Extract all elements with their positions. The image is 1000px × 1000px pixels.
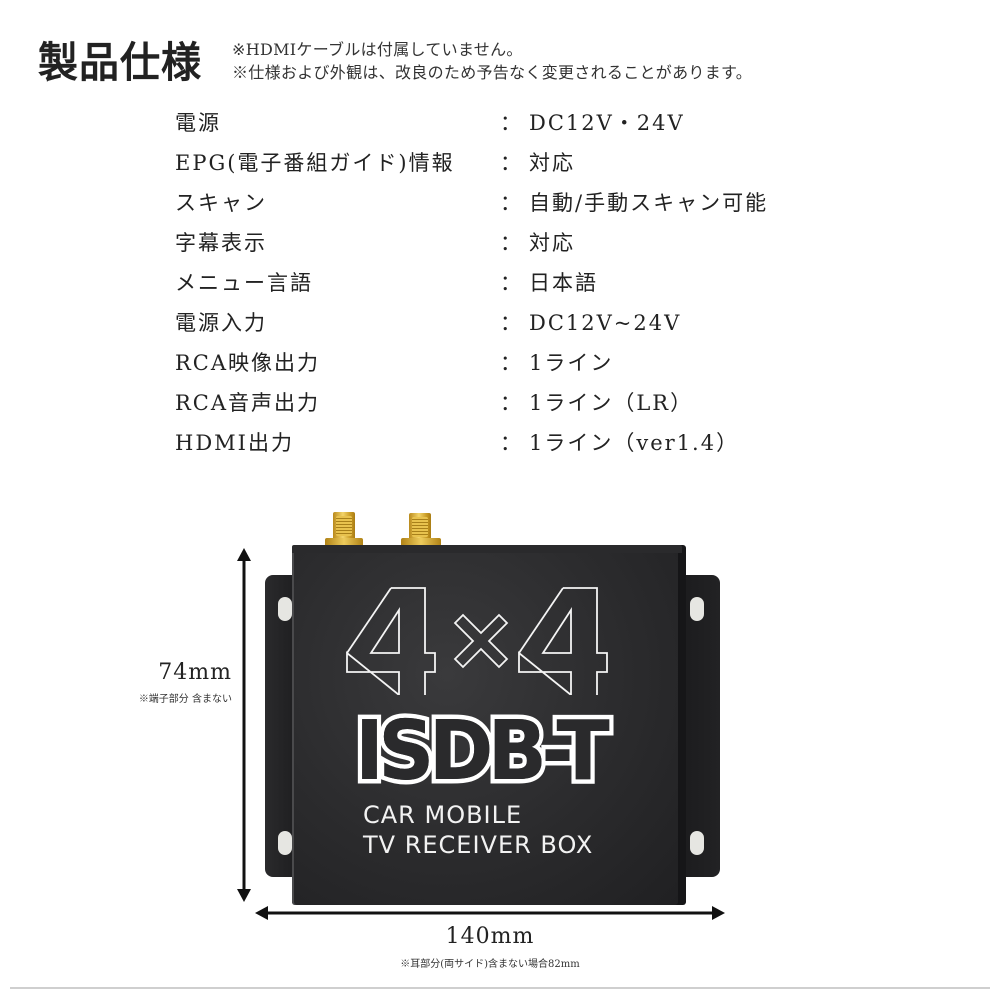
logo-isdb-t-fill: ISDB-T: [355, 704, 610, 799]
device-body: [292, 550, 680, 905]
device-top-edge: [292, 545, 682, 553]
width-value: 140mm: [445, 924, 535, 949]
spec-value-text: 1ライン（ver1.4）: [529, 431, 740, 455]
product-label-line2: TV RECEIVER BOX: [363, 831, 594, 859]
spec-value-text: 日本語: [529, 271, 598, 295]
spec-value-text: 対応: [529, 231, 575, 255]
spec-label: EPG(電子番組ガイド)情報: [175, 151, 455, 175]
separator: ：: [500, 151, 523, 175]
mounting-slot: [690, 597, 704, 621]
spec-value: ：日本語: [500, 267, 598, 297]
width-note: ※耳部分(両サイド)含まない場合82mm: [400, 959, 580, 970]
spec-value: ：DC12V~24V: [500, 307, 681, 337]
mounting-slot: [278, 831, 292, 855]
spec-label: RCA映像出力: [175, 351, 321, 375]
spec-value-text: 自動/手動スキャン可能: [529, 191, 769, 215]
spec-row-scan: スキャン ：自動/手動スキャン可能: [175, 187, 875, 223]
bottom-divider: [10, 987, 990, 989]
note-spec-change: ※仕様および外観は、改良のため予告なく変更されることがあります。: [232, 63, 753, 82]
spec-row-epg: EPG(電子番組ガイド)情報 ：対応: [175, 147, 875, 183]
separator: ：: [500, 231, 523, 255]
spec-value: ：対応: [500, 227, 575, 257]
logo-4x4-icon: [346, 587, 608, 695]
separator: ：: [500, 311, 523, 335]
note-hdmi-cable: ※HDMIケーブルは付属していません。: [232, 40, 523, 59]
separator: ：: [500, 111, 523, 135]
spec-value: ：DC12V・24V: [500, 107, 685, 137]
spec-label: メニュー言語: [175, 271, 313, 295]
spec-row-rca-video: RCA映像出力 ：1ライン: [175, 347, 875, 383]
spec-value-text: 1ライン: [529, 351, 614, 375]
spec-label: 電源入力: [175, 311, 267, 335]
vertical-double-arrow-icon: [237, 548, 251, 902]
spec-label: 字幕表示: [175, 231, 267, 255]
spec-label: 電源: [175, 111, 221, 135]
spec-row-hdmi: HDMI出力 ：1ライン（ver1.4）: [175, 427, 875, 463]
spec-row-subtitles: 字幕表示 ：対応: [175, 227, 875, 263]
spec-row-rca-audio: RCA音声出力 ：1ライン（LR）: [175, 387, 875, 423]
separator: ：: [500, 431, 523, 455]
separator: ：: [500, 391, 523, 415]
spec-value: ：1ライン（LR）: [500, 387, 693, 417]
spec-row-menu-language: メニュー言語 ：日本語: [175, 267, 875, 303]
logo-isdb-t: ISDB-T: [351, 704, 614, 799]
antenna-nut-left: [325, 538, 363, 548]
antenna-thread-right: [412, 517, 428, 537]
spec-label: スキャン: [175, 191, 267, 215]
height-value: 74mm: [158, 660, 232, 685]
separator: ：: [500, 271, 523, 295]
spec-value-text: DC12V~24V: [529, 311, 682, 335]
mounting-slot: [278, 597, 292, 621]
horizontal-double-arrow-icon: [255, 906, 725, 920]
spec-row-power-input: 電源入力 ：DC12V~24V: [175, 307, 875, 343]
spec-value: ：1ライン（ver1.4）: [500, 427, 739, 457]
spec-value-text: DC12V・24V: [529, 111, 685, 135]
separator: ：: [500, 351, 523, 375]
height-note: ※端子部分 含まない: [138, 694, 232, 705]
spec-value: ：対応: [500, 147, 575, 177]
spec-value: ：1ライン: [500, 347, 613, 377]
spec-value-text: 対応: [529, 151, 575, 175]
spec-value: ：自動/手動スキャン可能: [500, 187, 768, 217]
separator: ：: [500, 191, 523, 215]
spec-value-text: 1ライン（LR）: [529, 391, 694, 415]
mounting-slot: [690, 831, 704, 855]
product-label-line1: CAR MOBILE: [363, 801, 523, 829]
spec-label: HDMI出力: [175, 431, 294, 455]
antenna-thread-left: [336, 516, 352, 536]
spec-row-power: 電源 ：DC12V・24V: [175, 107, 875, 143]
spec-label: RCA音声出力: [175, 391, 321, 415]
antenna-nut-right: [401, 538, 441, 548]
page-title: 製品仕様: [38, 38, 202, 88]
